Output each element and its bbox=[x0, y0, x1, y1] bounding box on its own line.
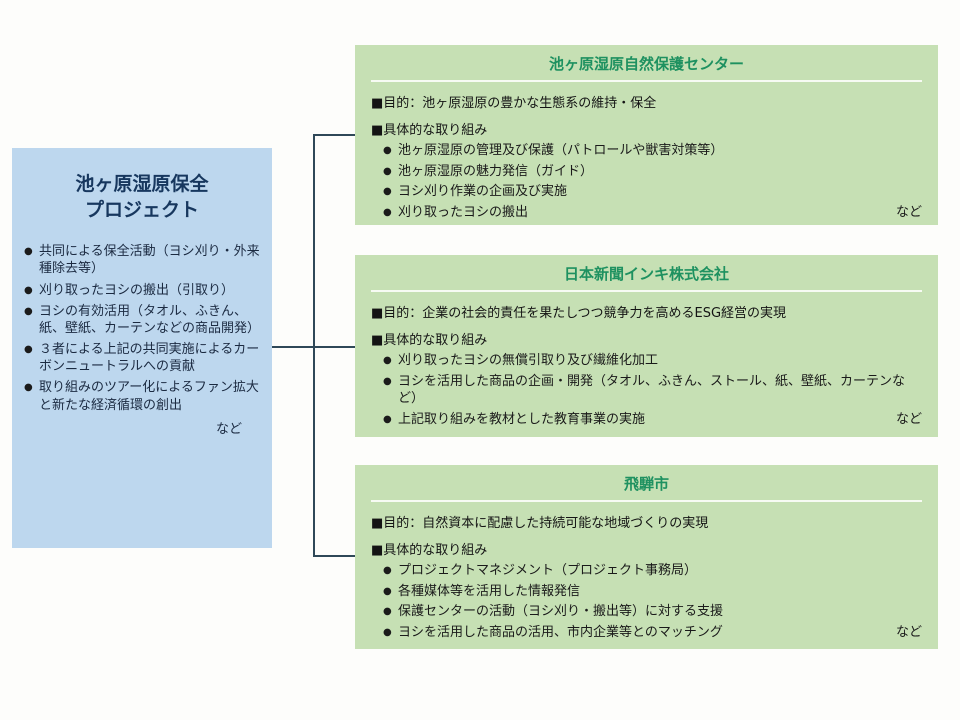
etc-label: など bbox=[895, 204, 922, 220]
connector-branch-city bbox=[313, 555, 356, 557]
connector-project-to-trunk bbox=[272, 346, 314, 348]
list-item-text: 各種媒体等を活用した情報発信 bbox=[398, 583, 581, 599]
list-item-text: 共同による保全活動（ヨシ刈り・外来種除去等） bbox=[39, 244, 260, 277]
list-item: ● 刈り取ったヨシの搬出（引取り） bbox=[24, 282, 260, 299]
list-item: ● 各種媒体等を活用した情報発信 bbox=[371, 583, 922, 601]
project-box: 池ヶ原湿原保全 プロジェクト ● 共同による保全活動（ヨシ刈り・外来種除去等） … bbox=[12, 148, 272, 548]
list-item: ● 池ヶ原湿原の管理及び保護（パトロールや獣害対策等） bbox=[371, 142, 922, 160]
list-item-text: ヨシを活用した商品の企画・開発（タオル、ふきん、ストール、紙、壁紙、カーテンなど… bbox=[398, 373, 906, 407]
etc-label: など bbox=[895, 624, 922, 640]
bullet-icon: ● bbox=[383, 186, 392, 198]
purpose-line: ■目的：企業の社会的責任を果たしつつ競争力を高めるESG経営の実現 bbox=[371, 306, 787, 321]
connector-branch-center bbox=[313, 134, 356, 136]
partner-title: 日本新聞インキ株式会社 bbox=[371, 263, 922, 292]
partner-title: 飛騨市 bbox=[371, 473, 922, 502]
initiative-list: ● 刈り取ったヨシの無償引取り及び繊維化加工 ● ヨシを活用した商品の企画・開発… bbox=[371, 352, 922, 428]
list-item: ● ヨシの有効活用（タオル、ふきん、紙、壁紙、カーテンなどの商品開発） bbox=[24, 303, 260, 337]
etc-label: など bbox=[895, 411, 922, 427]
list-item: ● プロジェクトマネジメント（プロジェクト事務局） bbox=[371, 562, 922, 580]
list-item-text: ヨシを活用した商品の活用、市内企業等とのマッチング bbox=[398, 624, 723, 640]
list-item-text: ３者による上記の共同実施によるカーボンニュートラルへの貢献 bbox=[39, 342, 260, 375]
list-item: ● 刈り取ったヨシの搬出 など bbox=[371, 204, 922, 222]
initiatives-label: ■具体的な取り組み bbox=[371, 333, 488, 348]
list-item: ● 取り組みのツアー化によるファン拡大と新たな経済循環の創出 bbox=[24, 379, 260, 413]
bullet-icon: ● bbox=[383, 585, 392, 597]
list-item: ● 刈り取ったヨシの無償引取り及び繊維化加工 bbox=[371, 352, 922, 370]
initiative-list: ● 池ヶ原湿原の管理及び保護（パトロールや獣害対策等） ● 池ヶ原湿原の魅力発信… bbox=[371, 142, 922, 221]
bullet-icon: ● bbox=[24, 344, 33, 356]
bullet-icon: ● bbox=[383, 606, 392, 618]
bullet-icon: ● bbox=[383, 565, 392, 576]
bullet-icon: ● bbox=[24, 246, 33, 258]
partner-title: 池ヶ原湿原自然保護センター bbox=[371, 53, 922, 82]
list-item-text: ヨシ刈り作業の企画及び実施 bbox=[398, 184, 568, 200]
bullet-icon: ● bbox=[24, 284, 33, 296]
purpose-line: ■目的：自然資本に配慮した持続可能な地域づくりの実現 bbox=[371, 516, 709, 531]
list-item-text: 刈り取ったヨシの無償引取り及び繊維化加工 bbox=[398, 353, 659, 368]
list-item-text: ヨシの有効活用（タオル、ふきん、紙、壁紙、カーテンなどの商品開発） bbox=[39, 303, 261, 336]
initiatives-label: ■具体的な取り組み bbox=[371, 123, 488, 138]
list-item-text: 池ヶ原湿原の魅力発信（ガイド） bbox=[398, 163, 594, 179]
initiatives-label: ■具体的な取り組み bbox=[371, 543, 488, 558]
bullet-icon: ● bbox=[24, 382, 33, 394]
list-item-text: 取り組みのツアー化によるファン拡大と新たな経済循環の創出 bbox=[39, 380, 259, 413]
bullet-icon: ● bbox=[383, 206, 392, 218]
bullet-icon: ● bbox=[24, 305, 33, 317]
project-title-line2: プロジェクト bbox=[84, 198, 199, 221]
bullet-icon: ● bbox=[383, 413, 392, 425]
list-item: ● 共同による保全活動（ヨシ刈り・外来種除去等） bbox=[24, 243, 260, 277]
list-item: ● ３者による上記の共同実施によるカーボンニュートラルへの貢献 bbox=[24, 341, 260, 375]
list-item: ● ヨシ刈り作業の企画及び実施 bbox=[371, 183, 922, 201]
list-item-text: 上記取り組みを教材とした教育事業の実施 bbox=[398, 411, 646, 427]
bullet-icon: ● bbox=[383, 355, 392, 366]
list-item: ● ヨシを活用した商品の企画・開発（タオル、ふきん、ストール、紙、壁紙、カーテン… bbox=[371, 373, 922, 408]
list-item-text: 保護センターの活動（ヨシ刈り・搬出等）に対する支援 bbox=[398, 604, 724, 620]
list-item: ● ヨシを活用した商品の活用、市内企業等とのマッチング など bbox=[371, 624, 922, 642]
list-item-text: 池ヶ原湿原の管理及び保護（パトロールや獣害対策等） bbox=[398, 143, 724, 158]
project-item-list: ● 共同による保全活動（ヨシ刈り・外来種除去等） ● 刈り取ったヨシの搬出（引取… bbox=[24, 243, 260, 413]
list-item: ● 上記取り組みを教材とした教育事業の実施 など bbox=[371, 411, 922, 429]
purpose-line: ■目的：池ヶ原湿原の豊かな生態系の維持・保全 bbox=[371, 96, 657, 111]
list-item-text: 刈り取ったヨシの搬出（引取り） bbox=[39, 282, 235, 298]
project-title-line1: 池ヶ原湿原保全 bbox=[75, 173, 209, 195]
list-item: ● 保護センターの活動（ヨシ刈り・搬出等）に対する支援 bbox=[371, 603, 922, 621]
bullet-icon: ● bbox=[383, 165, 392, 177]
list-item-text: プロジェクトマネジメント（プロジェクト事務局） bbox=[398, 563, 698, 578]
partner-box-conservation-center: 池ヶ原湿原自然保護センター ■目的：池ヶ原湿原の豊かな生態系の維持・保全 ■具体… bbox=[355, 45, 938, 225]
initiative-list: ● プロジェクトマネジメント（プロジェクト事務局） ● 各種媒体等を活用した情報… bbox=[371, 562, 922, 641]
connector-branch-company bbox=[313, 346, 356, 348]
bullet-icon: ● bbox=[383, 145, 392, 156]
partner-box-hida-city: 飛騨市 ■目的：自然資本に配慮した持続可能な地域づくりの実現 ■具体的な取り組み… bbox=[355, 465, 938, 649]
project-title: 池ヶ原湿原保全 プロジェクト bbox=[24, 172, 260, 223]
list-item: ● 池ヶ原湿原の魅力発信（ガイド） bbox=[371, 163, 922, 181]
connector-trunk-vertical bbox=[313, 134, 315, 557]
etc-label: など bbox=[215, 421, 242, 437]
bullet-icon: ● bbox=[383, 626, 392, 638]
partner-box-ink-company: 日本新聞インキ株式会社 ■目的：企業の社会的責任を果たしつつ競争力を高めるESG… bbox=[355, 255, 938, 437]
bullet-icon: ● bbox=[383, 375, 392, 387]
list-item-text: 刈り取ったヨシの搬出 bbox=[398, 204, 529, 220]
